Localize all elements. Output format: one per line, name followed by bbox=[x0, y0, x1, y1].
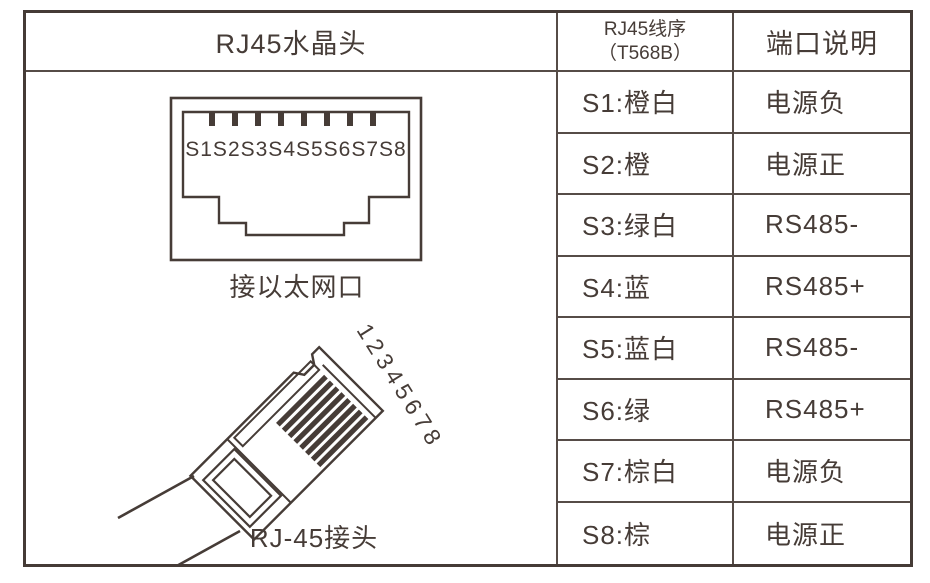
rj45-pinout-table: RJ45水晶头 RJ45线序 （T568B） 端口说明 bbox=[23, 10, 913, 567]
jack-pin-1 bbox=[209, 113, 215, 126]
plug-front-edge bbox=[321, 364, 377, 419]
header-col1-label: RJ45水晶头 bbox=[215, 29, 367, 59]
header-port-description: 端口说明 bbox=[734, 13, 910, 72]
table-row-5-pin: S5:蓝白 bbox=[558, 318, 734, 380]
plug-body-group bbox=[188, 345, 385, 542]
jack-pin-2 bbox=[232, 113, 238, 126]
jack-pin-8 bbox=[370, 113, 376, 126]
jack-outer-outline bbox=[169, 96, 423, 262]
pin-label-s2: S2:橙 bbox=[582, 149, 652, 180]
plug-rear-divider bbox=[226, 438, 292, 504]
header-col2-line2: （T568B） bbox=[598, 42, 692, 64]
plug-pin-stripe-6 bbox=[305, 403, 357, 456]
plug-boot-outer bbox=[201, 447, 283, 529]
plug-latch-strip bbox=[232, 359, 321, 448]
desc-label-s3: RS485- bbox=[765, 209, 860, 240]
plug-pin-stripe-3 bbox=[287, 386, 340, 439]
plug-wire-1 bbox=[117, 474, 195, 520]
table-row-1-pin: S1:橙白 bbox=[558, 72, 734, 134]
diagram-cell: S1S2S3S4S5S6S7S8 接以太网口 bbox=[26, 72, 558, 564]
ethernet-jack-diagram: S1S2S3S4S5S6S7S8 接以太网口 bbox=[169, 96, 423, 302]
table-row-6-pin: S6:绿 bbox=[558, 379, 734, 441]
plug-pin-stripe-4 bbox=[293, 392, 346, 444]
jack-caption: 接以太网口 bbox=[229, 272, 364, 302]
pin-label-s5: S5:蓝白 bbox=[582, 334, 679, 365]
table-row-2-desc: 电源正 bbox=[734, 134, 910, 195]
table-row-8-pin: S8:棕 bbox=[558, 502, 734, 564]
plug-pin-stripe-2 bbox=[281, 380, 334, 433]
table-row-4-pin: S4:蓝 bbox=[558, 256, 734, 318]
jack-pin-3 bbox=[255, 113, 261, 126]
header-rj45-crystal-head: RJ45水晶头 bbox=[26, 13, 558, 72]
table-row-3-pin: S3:绿白 bbox=[558, 195, 734, 257]
table-row-1-desc: 电源负 bbox=[734, 72, 910, 134]
table-row-5-desc: RS485- bbox=[734, 318, 910, 380]
header-col2-label: RJ45线序 （T568B） bbox=[598, 18, 692, 66]
jack-inner-outline bbox=[181, 110, 411, 237]
pin-label-s4: S4:蓝 bbox=[582, 272, 652, 303]
plug-body-outline bbox=[188, 345, 385, 542]
plug-pin-stripe-8 bbox=[316, 415, 369, 468]
header-col2-line1: RJ45线序 bbox=[603, 18, 687, 40]
desc-label-s4: RS485+ bbox=[765, 270, 866, 301]
pin-label-s1: S1:橙白 bbox=[582, 88, 679, 119]
plug-pin-stripe-5 bbox=[299, 397, 351, 450]
plug-pin-stripe-1 bbox=[276, 374, 328, 427]
table-row-2-pin: S2:橙 bbox=[558, 133, 734, 195]
jack-pin-marks bbox=[209, 113, 376, 126]
jack-pin-6 bbox=[324, 113, 330, 126]
desc-label-s8: 电源正 bbox=[765, 519, 847, 550]
plug-pin-stripe-7 bbox=[310, 409, 363, 462]
plug-pin-numbers-label: 12345678 bbox=[352, 319, 449, 453]
table-row-7-pin: S7:棕白 bbox=[558, 441, 734, 503]
pin-label-s3: S3:绿白 bbox=[582, 211, 679, 242]
desc-label-s7: 电源负 bbox=[765, 457, 847, 488]
desc-label-s5: RS485- bbox=[765, 332, 860, 363]
plug-wire-2 bbox=[177, 529, 241, 564]
pin-label-s7: S7:棕白 bbox=[582, 457, 679, 488]
pin-label-s8: S8:棕 bbox=[582, 519, 652, 550]
desc-label-s1: 电源负 bbox=[765, 88, 847, 119]
jack-pin-7 bbox=[347, 113, 353, 126]
jack-pin-numbers-label: S1S2S3S4S5S6S7S8 bbox=[185, 138, 407, 161]
header-wire-order: RJ45线序 （T568B） bbox=[558, 13, 734, 72]
table-row-7-desc: 电源负 bbox=[734, 441, 910, 503]
jack-pin-5 bbox=[301, 113, 307, 126]
plug-caption: RJ-45接头 bbox=[250, 523, 378, 553]
table-row-3-desc: RS485- bbox=[734, 195, 910, 257]
plug-pin-stripes bbox=[276, 374, 369, 468]
table-row-4-desc: RS485+ bbox=[734, 257, 910, 318]
jack-pin-4 bbox=[278, 113, 284, 126]
desc-label-s2: 电源正 bbox=[765, 149, 847, 180]
table-row-8-desc: 电源正 bbox=[734, 503, 910, 565]
rj45-diagrams: S1S2S3S4S5S6S7S8 接以太网口 bbox=[117, 96, 449, 564]
pin-label-s6: S6:绿 bbox=[582, 395, 652, 426]
table-row-6-desc: RS485+ bbox=[734, 380, 910, 441]
desc-label-s6: RS485+ bbox=[765, 393, 866, 424]
header-col3-label: 端口说明 bbox=[766, 29, 878, 59]
plug-boot-inner bbox=[211, 457, 273, 519]
rj45-plug-diagram: 12345678 RJ-45接头 bbox=[117, 319, 449, 564]
